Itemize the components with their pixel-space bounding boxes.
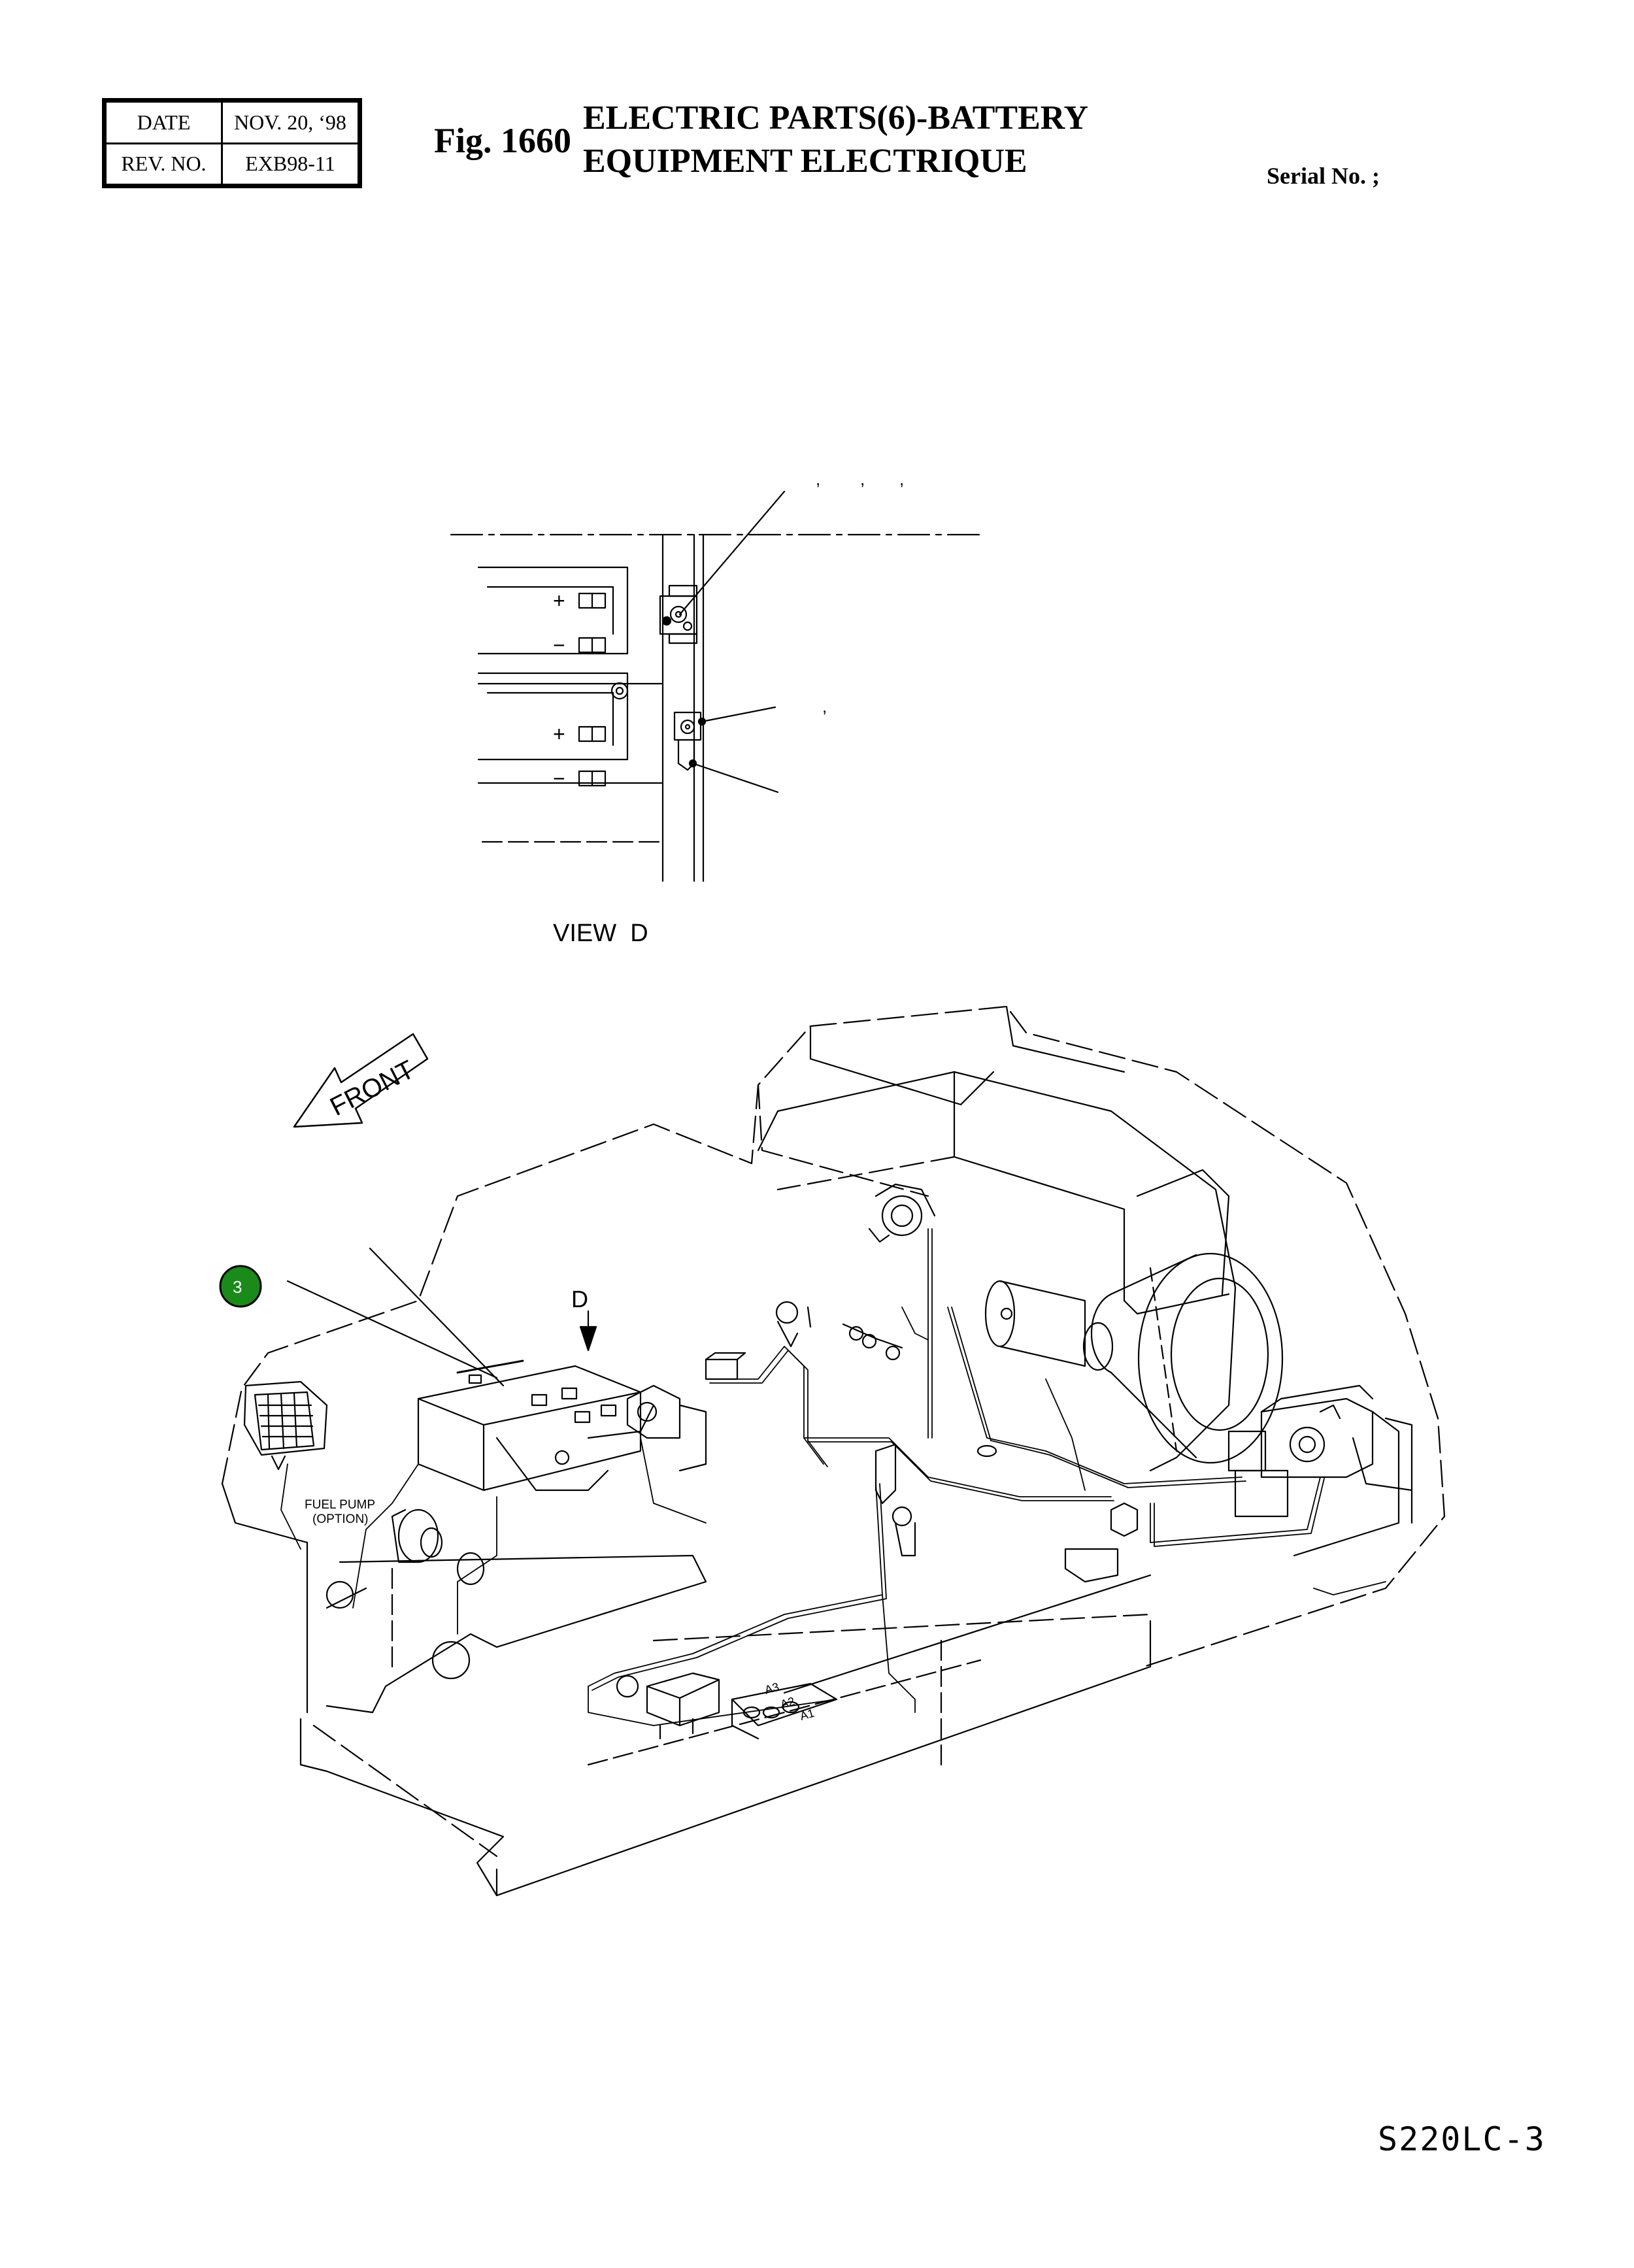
horn [391, 1509, 485, 1586]
fuse-holder [976, 1444, 1139, 1583]
clamp-assembly-upper [659, 584, 698, 644]
figure-title: ELECTRIC PARTS(6)-BATTERY EQUIPMENT ELEC… [583, 97, 1088, 183]
leader-comma-4: , [822, 697, 827, 716]
terminal-sign-negative-1: − [553, 633, 565, 657]
connector-label-a2: A2 [779, 1695, 797, 1711]
fuse-connectors [731, 1682, 838, 1740]
figure-title-line2: EQUIPMENT ELECTRIQUE [583, 142, 1027, 180]
date-value: NOV. 20, ‘98 [221, 101, 359, 144]
view-d-detail [450, 490, 982, 882]
front-label: FRONT [325, 1055, 419, 1122]
connector-label-a3: A3 [763, 1680, 781, 1697]
d-marker: D [571, 1286, 588, 1312]
callout-circle[interactable] [219, 1265, 262, 1308]
engine-drum [1090, 1252, 1284, 1464]
battery-relay [626, 1384, 707, 1472]
serial-label: Serial No. ; [1267, 163, 1380, 189]
wire-harness [280, 1228, 1386, 1726]
leader-comma-2: , [860, 469, 865, 489]
figure-number: Fig. 1660 [434, 121, 571, 160]
leader-comma-1: , [816, 469, 820, 489]
view-d-label: VIEW D [553, 920, 648, 947]
leader-comma-3: , [899, 469, 904, 489]
terminal-sign-negative-2: − [553, 767, 565, 790]
battery-box [417, 1359, 655, 1492]
date-label: DATE [105, 101, 223, 144]
fuel-pump-label: FUEL PUMP [305, 1498, 375, 1512]
alternator [868, 1183, 936, 1243]
model-code: S220LC-3 [1378, 2120, 1546, 2158]
connector-box [705, 1358, 739, 1380]
terminal-sign-positive-1: + [553, 589, 565, 612]
rev-value: EXB98-11 [221, 142, 359, 186]
connector-label-a1: A1 [799, 1707, 816, 1723]
terminal-sign-positive-2: + [553, 722, 565, 746]
filter-cylinder [984, 1280, 1114, 1371]
battery-terminals [531, 1387, 617, 1424]
figure-title-line1: ELECTRIC PARTS(6)-BATTERY [583, 99, 1089, 137]
lower-relay [646, 1672, 720, 1740]
view-d-arrow [579, 1310, 597, 1352]
pressure-switch [875, 1443, 916, 1557]
main-assembly-drawing [221, 1005, 1446, 1897]
right-end-block [1227, 1384, 1413, 1557]
fuel-pump-option-label: (OPTION) [312, 1512, 369, 1526]
work-lamp [243, 1380, 328, 1471]
sensor-cluster [775, 1301, 903, 1361]
callout-bubble-3[interactable]: 3 [219, 1265, 262, 1308]
rev-label: REV. NO. [105, 142, 223, 186]
callout-number: 3 [233, 1277, 242, 1297]
battery-terminal-posts [578, 592, 607, 787]
front-arrow [293, 1033, 429, 1128]
revision-box: DATE NOV. 20, ‘98 REV. NO. EXB98-11 [102, 98, 362, 188]
clamp-assembly-lower [673, 711, 707, 771]
